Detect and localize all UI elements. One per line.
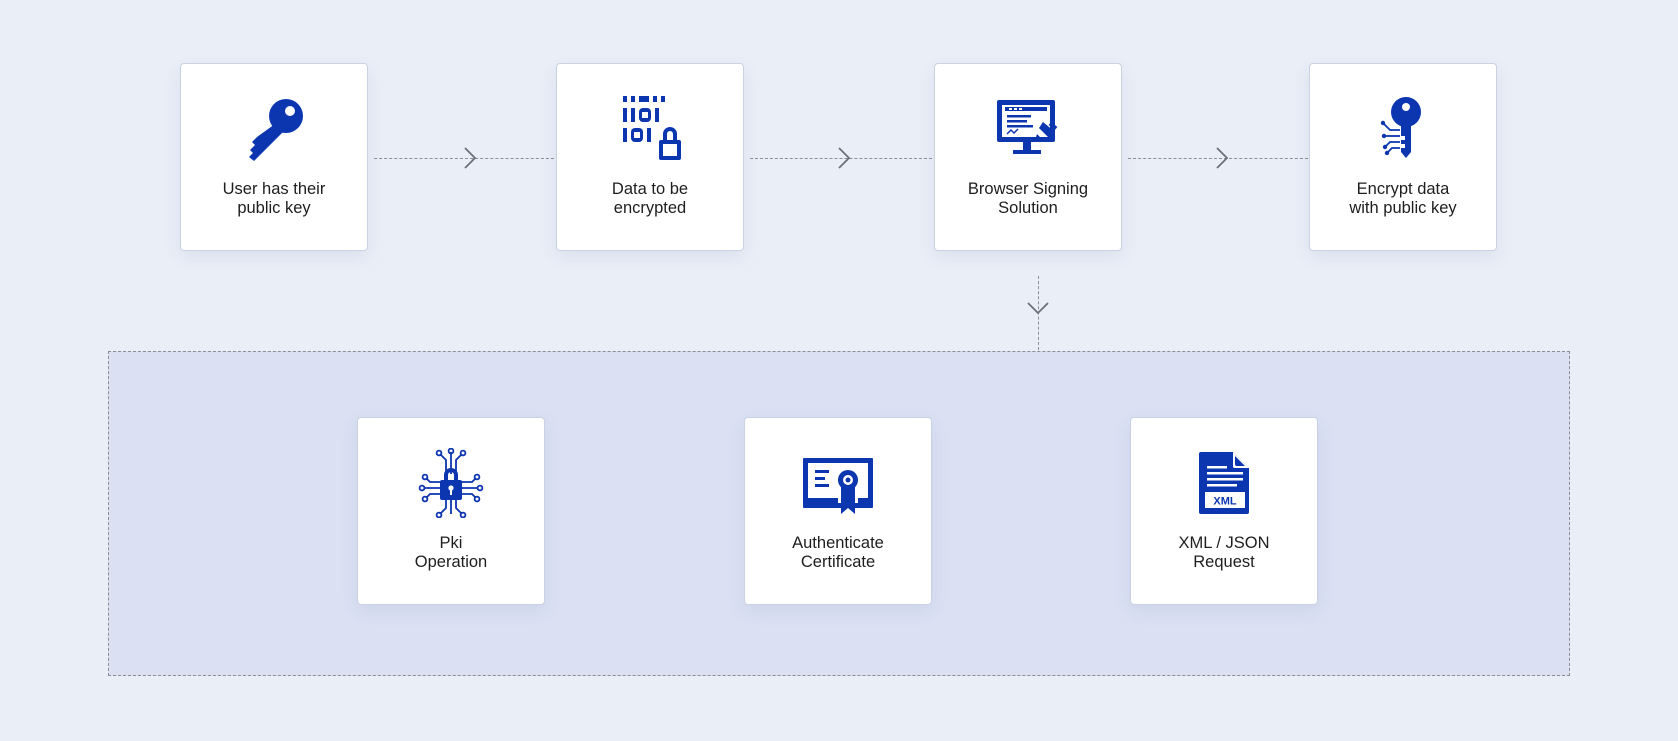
group-card-pki: Pki Operation bbox=[357, 417, 545, 605]
step-card-browser-signing: Browser Signing Solution bbox=[934, 63, 1122, 251]
arrow-down-icon bbox=[1027, 302, 1049, 315]
step-label: Data to be encrypted bbox=[611, 180, 689, 217]
arrow-right-icon bbox=[838, 147, 851, 169]
operations-group bbox=[108, 351, 1570, 676]
group-label: Pki Operation bbox=[414, 534, 488, 571]
group-card-certificate: Authenticate Certificate bbox=[744, 417, 932, 605]
step-label: Encrypt data with public key bbox=[1349, 180, 1457, 217]
circuit-lock-icon bbox=[416, 448, 486, 518]
connector-3-4 bbox=[1128, 158, 1308, 159]
group-label: Authenticate Certificate bbox=[792, 534, 884, 571]
xml-file-icon: XML bbox=[1189, 448, 1259, 518]
group-card-xml: XML XML / JSON Request bbox=[1130, 417, 1318, 605]
group-label: XML / JSON Request bbox=[1178, 534, 1270, 571]
connector-2-3 bbox=[750, 158, 932, 159]
circuit-key-icon bbox=[1368, 94, 1438, 164]
step-card-data: Data to be encrypted bbox=[556, 63, 744, 251]
key-icon bbox=[239, 94, 309, 164]
step-label: User has their public key bbox=[222, 180, 326, 217]
binary-lock-icon bbox=[615, 94, 685, 164]
step-card-public-key: User has their public key bbox=[180, 63, 368, 251]
connector-1-2 bbox=[374, 158, 554, 159]
step-card-encrypt: Encrypt data with public key bbox=[1309, 63, 1497, 251]
arrow-right-icon bbox=[1216, 147, 1229, 169]
step-label: Browser Signing Solution bbox=[967, 180, 1089, 217]
arrow-right-icon bbox=[464, 147, 477, 169]
certificate-icon bbox=[803, 448, 873, 518]
monitor-signing-icon bbox=[993, 94, 1063, 164]
svg-text:XML: XML bbox=[1213, 496, 1237, 508]
